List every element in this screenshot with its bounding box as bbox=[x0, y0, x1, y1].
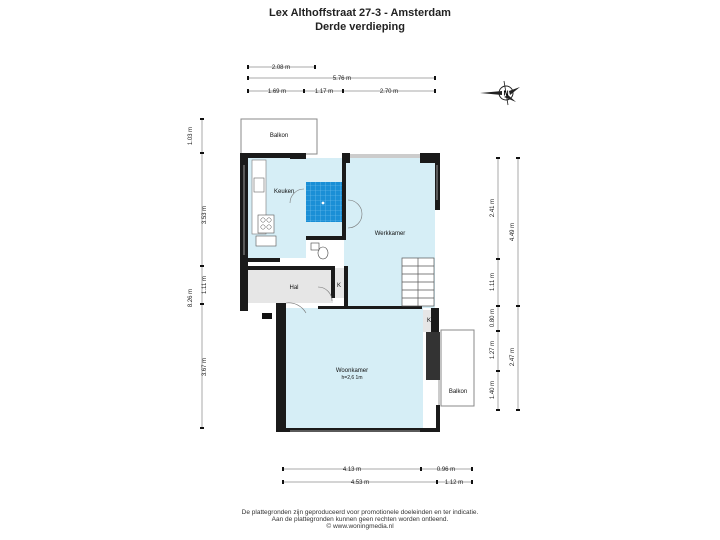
dim-top-576: 5.76 m bbox=[333, 76, 351, 82]
room-label-balkon-right: Balkon bbox=[449, 389, 467, 395]
dim-right-080: 0.80 m bbox=[490, 309, 496, 327]
dim-left-111: 1.11 m bbox=[202, 276, 208, 294]
room-label-woonkamer: Woonkamer bbox=[336, 368, 368, 374]
dim-right-111: 1.11 m bbox=[490, 273, 496, 291]
dim-left-103: 1.03 m bbox=[188, 127, 194, 145]
dim-bottom-413: 4.13 m bbox=[343, 467, 361, 473]
room-label-k2: K bbox=[427, 318, 431, 324]
burner-icon bbox=[260, 224, 266, 230]
dim-bottom-112: 1.12 m bbox=[445, 480, 463, 486]
burner-icon bbox=[266, 217, 272, 223]
room-label-balkon-top: Balkon bbox=[270, 133, 288, 139]
room-height-woonkamer: h=2,6 1m bbox=[342, 375, 363, 381]
balkon-top-floor bbox=[240, 118, 318, 155]
entry-triangle bbox=[262, 313, 272, 319]
room-label-werkkamer: Werkkamer bbox=[375, 231, 406, 237]
stove bbox=[257, 214, 275, 234]
footer-credit: © www.woningmedia.nl bbox=[326, 523, 394, 530]
room-label-keuken: Keuken bbox=[274, 189, 294, 195]
burner-icon bbox=[266, 224, 272, 230]
woonkamer-floor bbox=[283, 308, 423, 430]
hal-floor bbox=[248, 268, 333, 303]
dim-bottom-453: 4.53 m bbox=[351, 480, 369, 486]
dimension-ticks bbox=[200, 65, 520, 484]
dim-bottom-096: 0.96 m bbox=[437, 467, 455, 473]
dim-top-169: 1.69 m bbox=[268, 89, 286, 95]
dim-left-353: 3.53 m bbox=[202, 206, 208, 224]
dim-right-140: 1.40 m bbox=[490, 381, 496, 399]
shower-drain-icon bbox=[321, 201, 325, 205]
burner-icon bbox=[260, 217, 266, 223]
footer-rights: Aan de plattegronden kunnen geen rechten… bbox=[271, 516, 449, 523]
dim-right-247: 2.47 m bbox=[510, 348, 516, 366]
door-swings bbox=[285, 188, 363, 314]
toilet-icon bbox=[317, 246, 329, 260]
staircase bbox=[401, 257, 435, 307]
footer-disclaimer: De plattegronden zijn geproduceerd voor … bbox=[241, 509, 479, 516]
plan-title: Lex Althoffstraat 27-3 - Amsterdam bbox=[269, 7, 451, 19]
dim-left-826: 8.26 m bbox=[188, 289, 194, 307]
room-label-k1: K bbox=[337, 283, 341, 289]
dim-right-241: 2.41 m bbox=[490, 199, 496, 217]
room-label-hal: Hal bbox=[289, 285, 298, 291]
dim-top-117: 1.17 m bbox=[315, 89, 333, 95]
sink bbox=[253, 177, 265, 193]
windows bbox=[243, 154, 440, 432]
oven bbox=[255, 235, 277, 247]
basin-icon bbox=[310, 242, 320, 251]
k1-floor bbox=[333, 268, 344, 298]
dim-top-270: 2.70 m bbox=[380, 89, 398, 95]
compass-label: N bbox=[503, 91, 508, 98]
chimney-block bbox=[426, 332, 440, 380]
dimension-lines bbox=[201, 66, 519, 483]
shower-tiles bbox=[306, 182, 343, 222]
dim-top-208: 2.08 m bbox=[272, 65, 290, 71]
floor-subtitle: Derde verdieping bbox=[315, 21, 405, 33]
dim-left-367: 3.67 m bbox=[202, 358, 208, 376]
dim-right-127: 1.27 m bbox=[490, 341, 496, 359]
compass-icon: N bbox=[480, 80, 520, 106]
dim-right-449: 4.49 m bbox=[510, 223, 516, 241]
balkon-right-floor bbox=[440, 329, 475, 407]
